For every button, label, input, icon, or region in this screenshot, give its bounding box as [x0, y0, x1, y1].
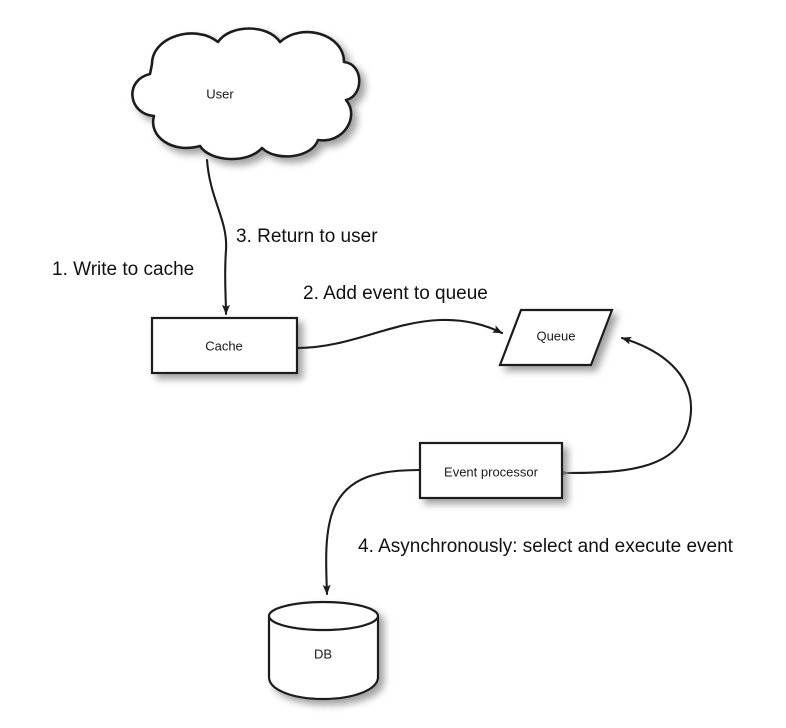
node-user[interactable]: User [131, 27, 361, 161]
node-db[interactable]: DB [267, 600, 380, 701]
cache-box-shape [150, 316, 299, 375]
node-queue-label: Queue [536, 328, 575, 343]
step-label-1: 1. Write to cache [52, 259, 194, 280]
node-event-processor[interactable]: Event processor [418, 441, 564, 500]
edge-queue-event-processor-loop [558, 336, 693, 478]
step-label-4: 4. Asynchronously: select and execute ev… [358, 536, 734, 557]
cloud-shape-icon [131, 27, 361, 161]
node-user-label: User [206, 86, 234, 101]
node-db-label: DB [314, 646, 332, 661]
db-cylinder-top [267, 600, 380, 632]
edge-cache-to-queue [295, 318, 504, 350]
step-label-3: 3. Return to user [236, 226, 378, 247]
node-cache[interactable]: Cache [150, 316, 299, 375]
db-cylinder-body [267, 615, 380, 701]
node-cache-label: Cache [205, 338, 243, 353]
edge-event-processor-to-db [322, 468, 422, 596]
node-queue[interactable]: Queue [498, 308, 614, 367]
node-event-processor-label: Event processor [444, 464, 539, 479]
edge-user-to-cache [205, 158, 230, 316]
step-label-2: 2. Add event to queue [303, 283, 488, 304]
